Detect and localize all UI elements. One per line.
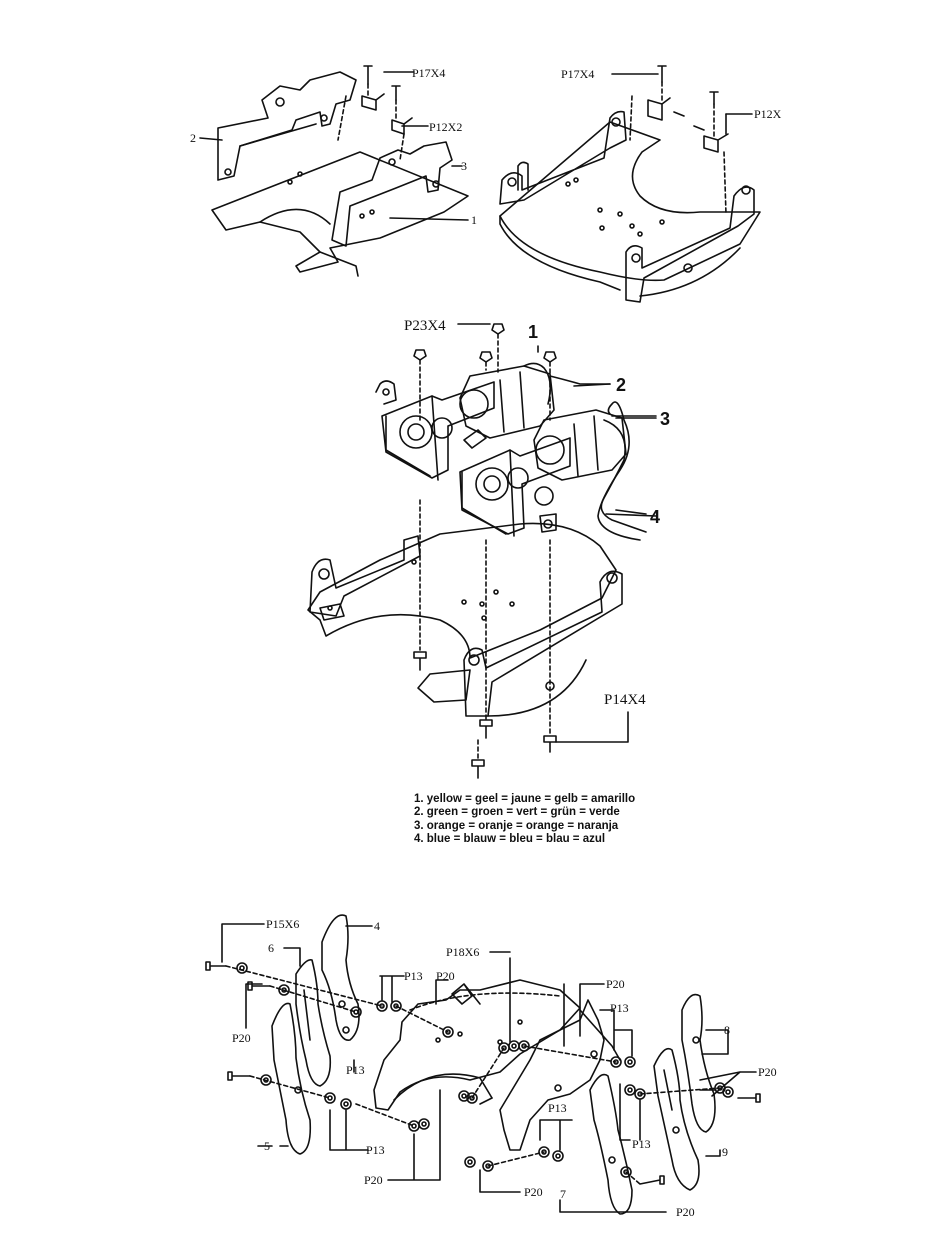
- screw: [414, 652, 426, 670]
- callout-7: 7: [560, 1187, 566, 1201]
- part-label-p20: P20: [364, 1173, 383, 1187]
- part-label-p18x6: P18X6: [446, 945, 479, 959]
- part-label-p13: P13: [366, 1143, 385, 1157]
- callout-1: 1: [471, 213, 477, 227]
- figure-1-chassis-sides: [200, 66, 468, 276]
- legend-line-1: 1. yellow = geel = jaune = gelb = amaril…: [414, 793, 744, 806]
- screw: [674, 112, 704, 130]
- callout-5: 5: [264, 1139, 270, 1153]
- callout-2: 2: [190, 131, 196, 145]
- washers: [237, 963, 733, 1177]
- part-label-p20: P20: [232, 1031, 251, 1045]
- screw: [710, 92, 718, 104]
- part-label-p20: P20: [606, 977, 625, 991]
- part-label-p17x4: P17X4: [561, 67, 594, 81]
- nut: [414, 350, 426, 360]
- screw: [472, 760, 484, 778]
- bolt: [228, 1072, 250, 1080]
- part-label-p14x4: P14X4: [604, 692, 646, 708]
- figure-2-chassis-assembled: [500, 66, 760, 302]
- nut: [544, 352, 556, 362]
- nut: [492, 324, 504, 334]
- base-plate-1: [212, 152, 468, 272]
- part-label-p15x6: P15X6: [266, 917, 299, 931]
- side-plate-2: [218, 72, 356, 180]
- wire-callout-3: 3: [660, 409, 670, 429]
- base-plate: [500, 122, 760, 280]
- right-side-bracket: [626, 187, 754, 302]
- leg-8: [682, 995, 715, 1132]
- figure-2-labels: P17X4 P12X: [561, 67, 782, 121]
- part-label-p17x4: P17X4: [412, 66, 445, 80]
- l-bracket: [704, 134, 728, 152]
- part-label-p23x4: P23X4: [404, 318, 446, 334]
- figure-1-labels: P17X4 P12X2 2 3 1: [190, 66, 477, 227]
- bolt: [206, 962, 226, 970]
- callout-8: 8: [724, 1023, 730, 1037]
- bolt: [640, 1176, 664, 1184]
- wire-callout-1: 1: [528, 322, 538, 342]
- part-label-p20: P20: [758, 1065, 777, 1079]
- right-frame: [500, 1000, 604, 1150]
- leg-7: [590, 1075, 632, 1214]
- legend-line-2: 2. green = groen = vert = grün = verde: [414, 806, 744, 819]
- figure-3-labels: P23X4 P14X4 1 2 3 4: [404, 318, 670, 708]
- wire-callout-2: 2: [616, 375, 626, 395]
- legend-line-4: 4. blue = blauw = bleu = blau = azul: [414, 833, 744, 846]
- chassis-left-bracket: [310, 536, 420, 616]
- part-label-p13: P13: [548, 1101, 567, 1115]
- part-label-p20: P20: [676, 1205, 695, 1219]
- l-bracket: [648, 98, 670, 120]
- leg-9: [654, 1049, 699, 1190]
- bolt: [738, 1094, 760, 1102]
- part-label-p20: P20: [524, 1185, 543, 1199]
- part-label-p13: P13: [404, 969, 423, 983]
- body-bracket: [452, 984, 480, 1004]
- figure-4-legs-assembly: [206, 915, 760, 1214]
- motor-2: [534, 410, 626, 480]
- callout-3: 3: [461, 159, 467, 173]
- screw: [658, 66, 666, 82]
- figure-3-gearbox-assembly: [308, 324, 656, 778]
- wire-color-legend: 1. yellow = geel = jaune = gelb = amaril…: [414, 793, 744, 846]
- leg-4: [322, 915, 359, 1040]
- part-label-p12x2: P12X2: [429, 120, 462, 134]
- screw: [392, 86, 400, 100]
- callout-4: 4: [374, 919, 380, 933]
- part-label-p13: P13: [632, 1137, 651, 1151]
- screw: [364, 66, 372, 84]
- legend-line-3: 3. orange = oranje = orange = naranja: [414, 820, 744, 833]
- l-bracket: [362, 94, 384, 110]
- wire-callout-4: 4: [650, 507, 660, 527]
- callout-6: 6: [268, 941, 274, 955]
- part-label-p20: P20: [436, 969, 455, 983]
- leg-5: [272, 1003, 310, 1154]
- nut: [480, 352, 492, 362]
- screw: [544, 736, 556, 752]
- callout-9: 9: [722, 1145, 728, 1159]
- side-plate-3: [332, 142, 452, 246]
- part-label-p13: P13: [610, 1001, 629, 1015]
- part-label-p13: P13: [346, 1063, 365, 1077]
- part-label-p12x: P12X: [754, 107, 782, 121]
- wire-green: [550, 376, 610, 384]
- screw: [480, 720, 492, 738]
- chassis-right-bracket: [464, 571, 622, 716]
